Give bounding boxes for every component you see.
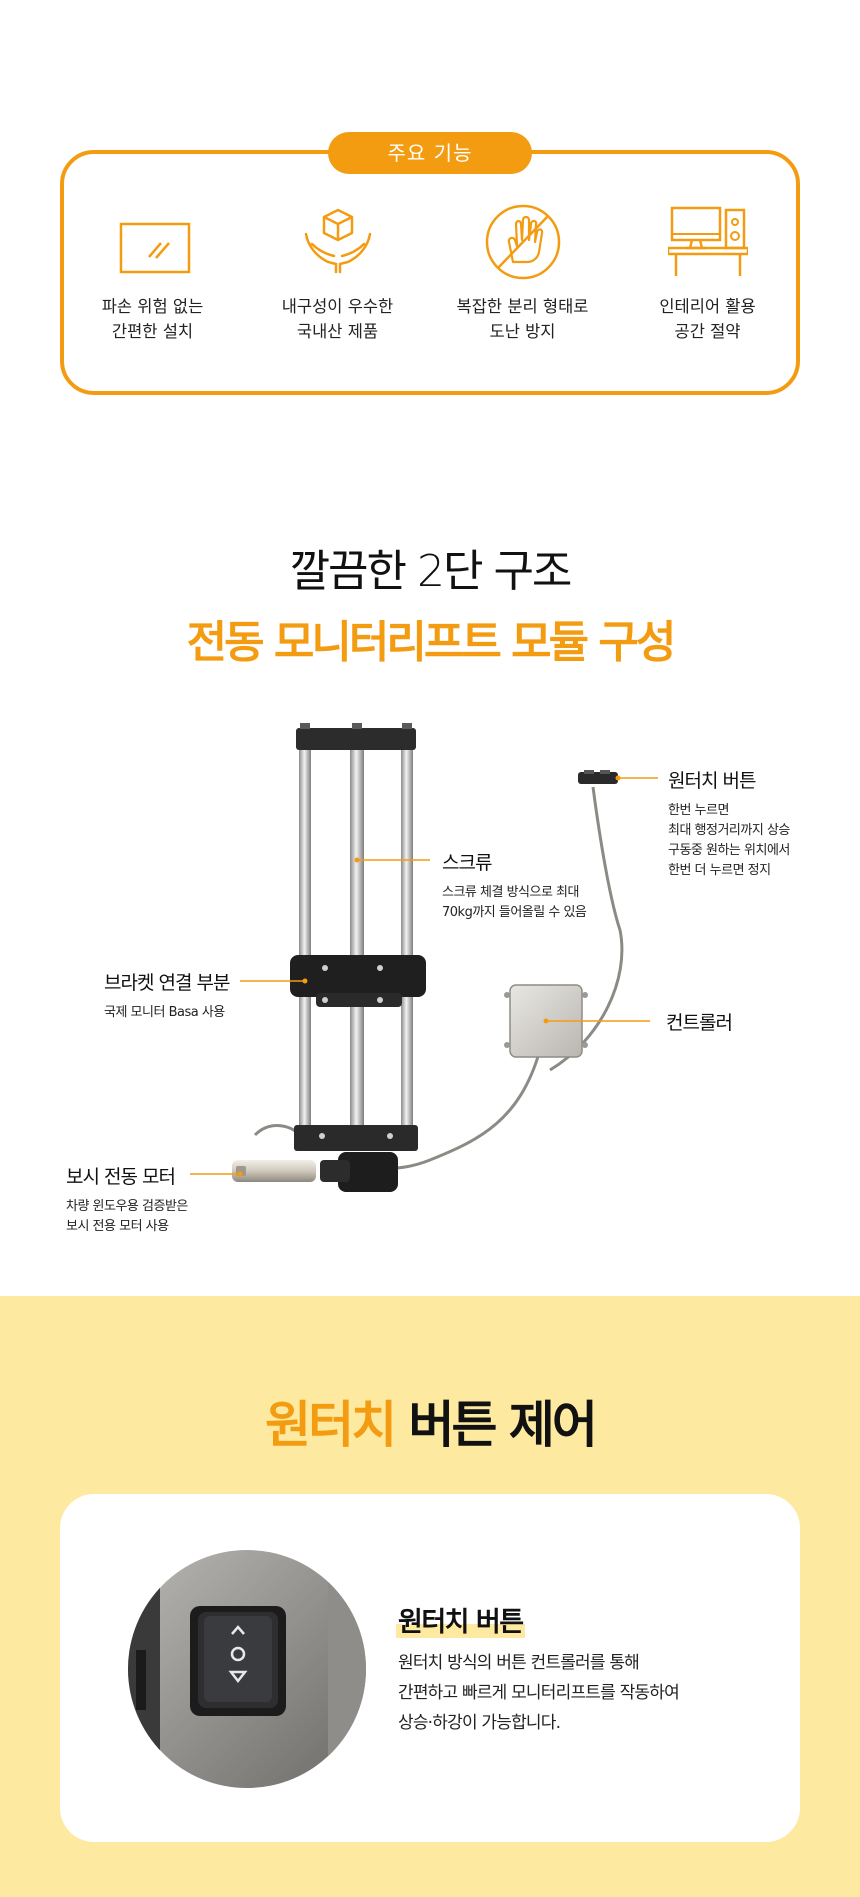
callout-title: 보시 전동 모터: [66, 1166, 176, 1188]
callout-controller: 컨트롤러: [666, 1008, 733, 1035]
feature-item: 인테리어 활용 공간 절약: [615, 200, 800, 344]
feature-item: 내구성이 우수한 국내산 제품: [245, 200, 430, 344]
callout-desc: 차량 윈도우용 검증받은 보시 전용 모터 사용: [66, 1199, 188, 1234]
structure-subtitle: 깔끔한 2단 구조: [289, 546, 573, 597]
callout-title: 스크류: [442, 852, 492, 874]
callout-desc: 스크류 체결 방식으로 최대 70kg까지 들어올릴 수 있음: [442, 885, 587, 920]
callout-motor: 보시 전동 모터 차량 윈도우용 검증받은 보시 전용 모터 사용: [66, 1162, 188, 1237]
control-title-highlight: 원터치: [265, 1396, 397, 1454]
button-photo: [128, 1550, 366, 1788]
lift-module-diagram: [190, 723, 658, 1192]
feature-item: 복잡한 분리 형태로 도난 방지: [430, 200, 615, 344]
callout-title: 컨트롤러: [666, 1012, 733, 1034]
control-title-rest: 버튼 제어: [394, 1396, 597, 1454]
callout-title: 브라켓 연결 부분: [104, 972, 230, 994]
feature-label: 복잡한 분리 형태로 도난 방지: [456, 297, 589, 341]
callout-onetouch: 원터치 버튼 한번 누르면 최대 행정거리까지 상승 구동중 원하는 위치에서 …: [668, 766, 790, 881]
card-title-text: 원터치 버튼: [396, 1607, 525, 1638]
no-hand-icon: [485, 204, 560, 280]
card-description: 원터치 방식의 버튼 컨트롤러를 통해 간편하고 빠르게 모니터리프트를 작동하…: [398, 1653, 680, 1733]
callout-desc: 국제 모니터 Basa 사용: [104, 1005, 225, 1020]
feature-list: 파손 위험 없는 간편한 설치 내구성이 우수한 국내산 제품 복잡한 분리 형…: [60, 200, 800, 344]
hands-box-icon: [304, 208, 371, 274]
callout-screw: 스크류 스크류 체결 방식으로 최대 70kg까지 들어올릴 수 있음: [442, 848, 587, 923]
feature-item: 파손 위험 없는 간편한 설치: [60, 200, 245, 344]
callout-desc: 한번 누르면 최대 행정거리까지 상승 구동중 원하는 위치에서 한번 더 누르…: [668, 803, 790, 878]
card-title: 원터치 버튼: [396, 1600, 525, 1639]
callout-title: 원터치 버튼: [668, 770, 756, 792]
feature-label: 내구성이 우수한 국내산 제품: [281, 297, 394, 341]
features-tag: 주요 기능: [328, 132, 532, 174]
structure-title: 전동 모니터리프트 모듈 구성: [186, 617, 677, 668]
glass-panel-icon: [119, 222, 190, 274]
feature-label: 인테리어 활용 공간 절약: [659, 297, 756, 341]
callout-bracket: 브라켓 연결 부분 국제 모니터 Basa 사용: [104, 968, 230, 1023]
desk-computer-icon: [667, 206, 748, 276]
control-title: 원터치 버튼 제어: [0, 1385, 860, 1457]
feature-label: 파손 위험 없는 간편한 설치: [101, 297, 204, 341]
